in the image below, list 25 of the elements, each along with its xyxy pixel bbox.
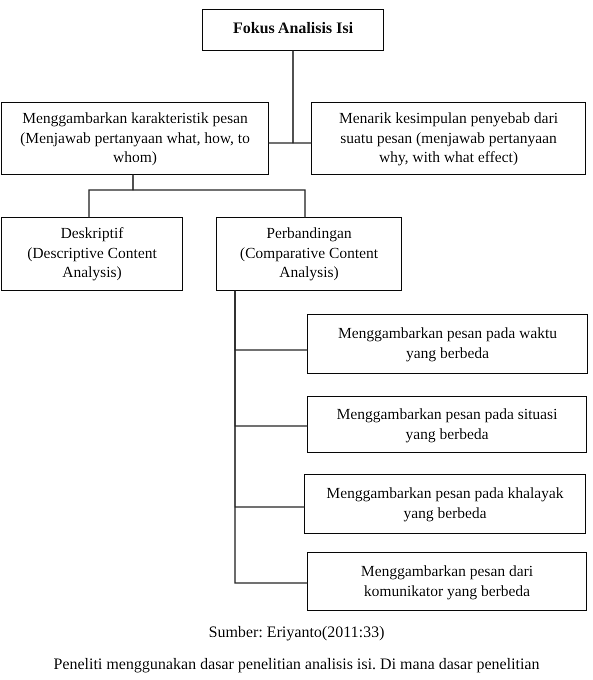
connector-line [132,175,306,217]
box-subtitle: (Comparative Content Analysis) [238,244,380,282]
box-label: Fokus Analisis Isi [232,19,354,38]
connector-line [292,51,311,144]
box-label: Menggambarkan pesan dari komunikator yang berbeda [360,562,534,601]
subtype-box [304,474,586,534]
box-label: Menggambarkan pesan pada khalayak yang berbeda [325,484,565,523]
category-box [1,102,269,175]
topic-box [202,9,384,51]
box-heading: Perbandingan [265,224,353,244]
type-box [1,217,183,291]
box-label: Menarik kesimpulan penyebab dari suatu pesan (menjawab pertanyaan why, with what effect) [338,109,560,168]
box-subtitle: (Descriptive Content Analysis) [26,244,158,282]
subtype-box [307,314,588,374]
body-text: Peneliti menggunakan dasar penelitian analisis isi. Di mana dasar penelitian [53,656,540,673]
box-heading: Deskriptif [60,224,124,244]
box-label: Menggambarkan pesan pada waktu yang berbeda [336,324,558,363]
type-box [216,217,402,291]
source-note: Sumber: Eriyanto(2011:33) [208,624,384,641]
subtype-box [307,396,587,453]
category-box [311,102,586,175]
box-label: Menggambarkan karakteristik pesan (Menjawab pertanyaan what, how, to whom) [19,109,251,168]
box-label: Menggambarkan pesan pada situasi yang berbeda [336,405,558,444]
connector-line [234,291,307,584]
subtype-box [307,552,587,611]
